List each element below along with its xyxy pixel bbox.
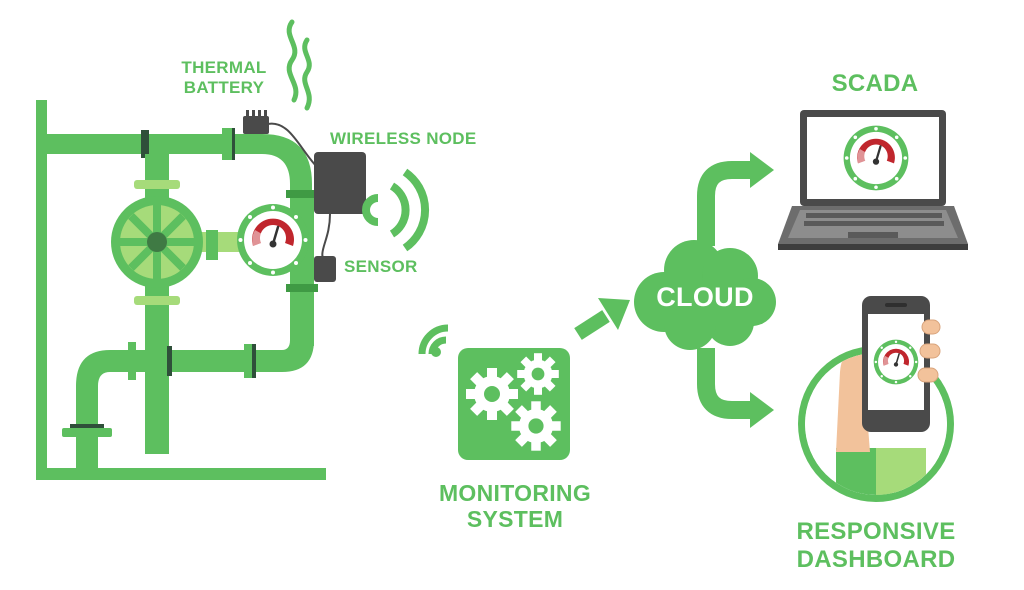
valve-wheel-icon <box>111 196 270 288</box>
monitoring-system-label-line2: SYSTEM <box>466 506 564 533</box>
thermal-battery-label-line2: BATTERY <box>183 77 265 97</box>
thermal-battery-label-line1: THERMAL <box>181 58 267 77</box>
wireless-signal-icon <box>362 168 430 252</box>
responsive-dashboard-label: RESPONSIVE DASHBOARD <box>776 518 976 573</box>
monitoring-system-label: MONITORING SYSTEM <box>420 480 610 533</box>
arrow-icon <box>697 348 774 428</box>
sensor-icon <box>314 256 336 282</box>
pipe-system-icon <box>36 100 326 480</box>
thermal-battery-label: THERMAL BATTERY <box>172 58 276 97</box>
wireless-node-label: WIRELESS NODE <box>330 129 477 148</box>
heat-waves-icon <box>286 19 312 111</box>
wireless-node-icon <box>314 152 366 263</box>
laptop-icon <box>778 110 968 250</box>
cloud-icon <box>634 240 776 350</box>
responsive-dashboard-label-line1: RESPONSIVE <box>796 518 956 545</box>
arrow-icon <box>697 152 774 246</box>
monitoring-system-label-line1: MONITORING <box>438 480 592 506</box>
cloud-label: CLOUD <box>656 282 754 312</box>
sensor-label: SENSOR <box>344 257 418 276</box>
pressure-gauge-icon <box>235 202 311 278</box>
scada-label: SCADA <box>831 70 919 97</box>
gears-icon <box>458 348 570 460</box>
thermal-battery-icon <box>243 110 319 169</box>
responsive-dashboard-label-line2: DASHBOARD <box>796 545 956 573</box>
smartphone-icon <box>798 296 954 502</box>
arrow-icon <box>574 298 630 340</box>
hand-icon <box>917 319 941 383</box>
